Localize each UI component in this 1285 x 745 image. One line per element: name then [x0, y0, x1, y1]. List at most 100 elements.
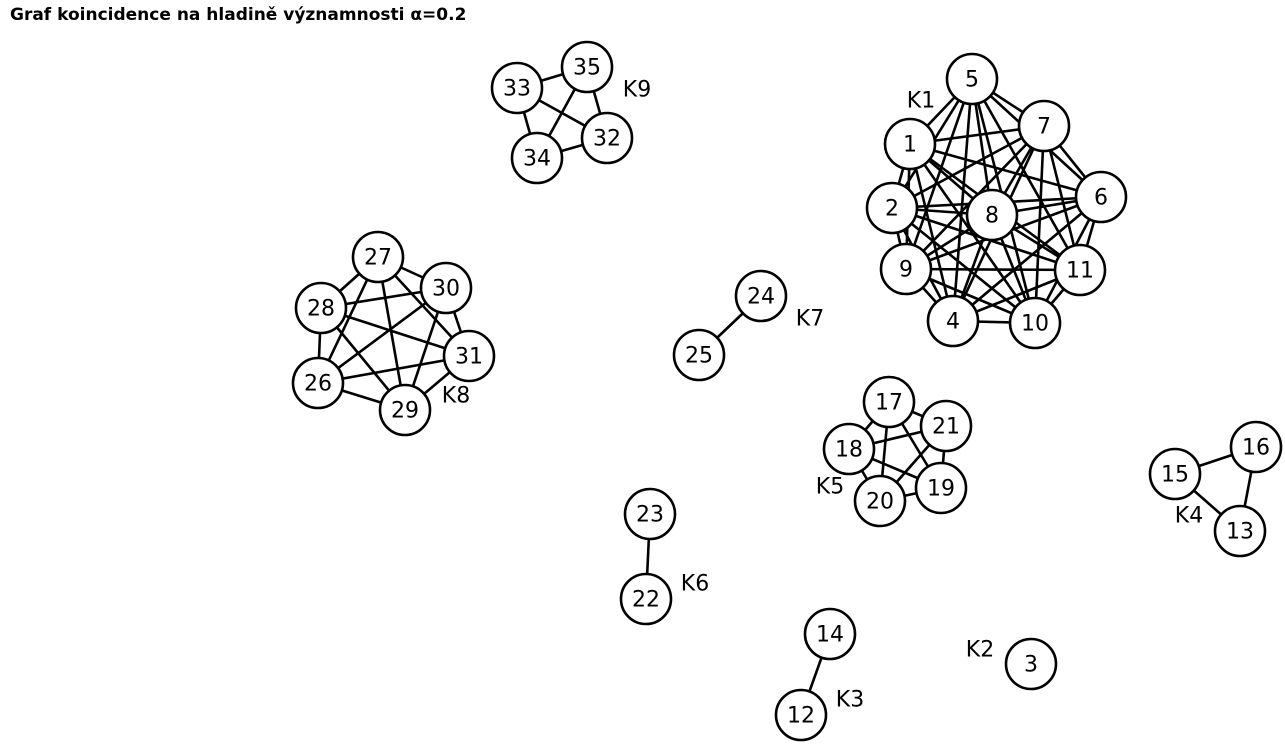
node-label: 25	[685, 344, 713, 369]
node-circle	[619, 572, 673, 626]
node-label: 2	[885, 197, 899, 222]
node-label: 18	[835, 438, 863, 463]
node-circle	[774, 688, 828, 742]
node-label: 24	[747, 285, 775, 310]
node-circle	[1008, 296, 1062, 350]
node-17: 17	[862, 375, 916, 429]
node-circle	[822, 422, 876, 476]
node-label: 9	[899, 258, 913, 283]
cluster-label-k8: K8	[442, 384, 470, 409]
edge-5-9	[904, 78, 974, 270]
node-circle	[351, 230, 405, 284]
node-29: 29	[378, 383, 432, 437]
node-circle	[914, 461, 968, 515]
node-label: 23	[636, 503, 664, 528]
edge-4-5	[951, 78, 974, 322]
node-4: 4	[926, 294, 980, 348]
node-3: 3	[1004, 637, 1058, 691]
node-16: 16	[1229, 420, 1283, 474]
node-circle	[945, 52, 999, 106]
node-label: 20	[866, 490, 894, 515]
node-circle	[803, 607, 857, 661]
node-label: 8	[985, 204, 999, 229]
node-33: 33	[490, 61, 544, 115]
node-label: 32	[593, 127, 621, 152]
node-circle	[919, 399, 973, 453]
node-circle	[1213, 504, 1267, 558]
node-label: 10	[1021, 312, 1049, 337]
node-circle	[862, 375, 916, 429]
edge-1-6	[909, 142, 1102, 199]
node-circle	[580, 111, 634, 165]
node-circle	[419, 261, 473, 315]
node-23: 23	[623, 487, 677, 541]
node-12: 12	[774, 688, 828, 742]
node-24: 24	[734, 269, 788, 323]
node-35: 35	[560, 40, 614, 94]
node-label: 26	[304, 372, 332, 397]
node-circle	[378, 383, 432, 437]
node-circle	[1074, 170, 1128, 224]
node-label: 11	[1066, 259, 1094, 284]
node-5: 5	[945, 52, 999, 106]
node-label: 34	[523, 147, 551, 172]
cluster-label-k5: K5	[816, 475, 844, 500]
node-21: 21	[919, 399, 973, 453]
node-11: 11	[1053, 243, 1107, 297]
node-label: 21	[932, 415, 960, 440]
node-label: 13	[1226, 520, 1254, 545]
edge-1-4	[908, 143, 955, 322]
node-circle	[623, 487, 677, 541]
cluster-label-k2: K2	[966, 638, 994, 663]
node-circle	[1017, 99, 1071, 153]
node-8: 8	[965, 188, 1019, 242]
node-circle	[294, 281, 348, 335]
node-14: 14	[803, 607, 857, 661]
node-2: 2	[865, 181, 919, 235]
node-15: 15	[1148, 447, 1202, 501]
node-circle	[672, 328, 726, 382]
node-circle	[734, 269, 788, 323]
cluster-label-k7: K7	[796, 307, 824, 332]
node-label: 31	[455, 345, 483, 370]
edge-7-10	[1033, 125, 1046, 324]
node-1: 1	[883, 117, 937, 171]
node-circle	[1229, 420, 1283, 474]
node-label: 30	[432, 277, 460, 302]
node-label: 15	[1161, 463, 1189, 488]
node-31: 31	[442, 329, 496, 383]
graph-title: Graf koincidence na hladině významnosti …	[10, 5, 467, 25]
cluster-label-k4: K4	[1175, 504, 1203, 529]
node-7: 7	[1017, 99, 1071, 153]
node-25: 25	[672, 328, 726, 382]
node-6: 6	[1074, 170, 1128, 224]
node-18: 18	[822, 422, 876, 476]
edge-2-10	[891, 206, 1036, 325]
node-label: 19	[927, 477, 955, 502]
node-circle	[883, 117, 937, 171]
node-label: 3	[1024, 653, 1038, 678]
node-label: 4	[946, 310, 960, 335]
node-circle	[1004, 637, 1058, 691]
node-circle	[965, 188, 1019, 242]
node-label: 5	[965, 68, 979, 93]
node-label: 35	[573, 56, 601, 81]
node-label: 1	[903, 133, 917, 158]
edge-2-7	[891, 124, 1045, 210]
node-circle	[442, 329, 496, 383]
cluster-label-k3: K3	[836, 688, 864, 713]
node-label: 28	[307, 297, 335, 322]
node-label: 17	[875, 391, 903, 416]
node-circle	[291, 356, 345, 410]
cluster-label-k1: K1	[907, 89, 935, 114]
node-label: 33	[503, 77, 531, 102]
node-22: 22	[619, 572, 673, 626]
node-circle	[865, 181, 919, 235]
node-27: 27	[351, 230, 405, 284]
node-label: 27	[364, 246, 392, 271]
node-label: 12	[787, 704, 815, 729]
cluster-label-k6: K6	[681, 572, 709, 597]
node-circle	[853, 474, 907, 528]
node-label: 6	[1094, 186, 1108, 211]
